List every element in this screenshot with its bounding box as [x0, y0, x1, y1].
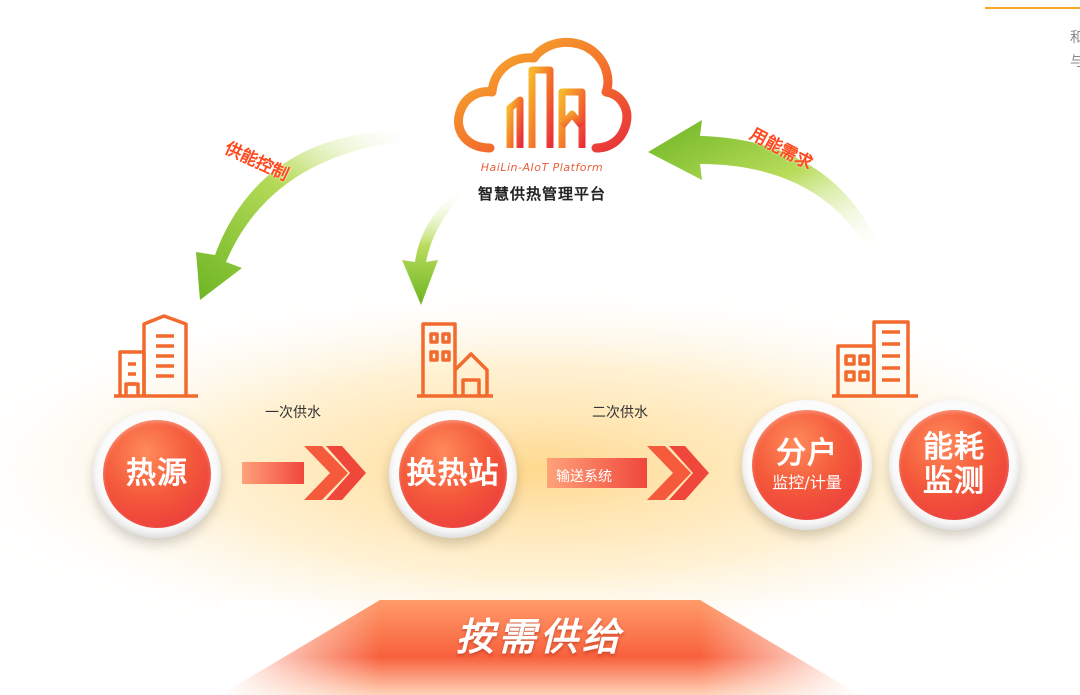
- secondary-supply-arrow: [547, 446, 709, 500]
- household-node: 分户 监控/计量: [742, 400, 872, 530]
- household-building-icon: [832, 320, 918, 398]
- platform-name-en: HaiLin-AIoT Platform: [480, 161, 604, 174]
- platform-name-cn: 智慧供热管理平台: [477, 185, 606, 203]
- exchange-station-node: 换热站: [389, 410, 517, 538]
- heat-source-node: 热源: [93, 410, 221, 538]
- heat-source-building-icon: [114, 314, 198, 398]
- corner-text-line2: 与: [1070, 54, 1080, 70]
- cloud-logo-icon: [454, 37, 632, 153]
- on-demand-supply-label: 按需供给: [455, 615, 624, 659]
- transport-system-label: 输送系统: [556, 469, 612, 485]
- household-title: 分户: [776, 436, 838, 471]
- heat-source-label: 热源: [126, 456, 188, 491]
- exchange-station-building-icon: [417, 322, 493, 398]
- energy-monitor-line1: 能耗: [923, 430, 985, 465]
- primary-supply-label: 一次供水: [265, 405, 321, 421]
- energy-monitor-line2: 监测: [923, 464, 985, 499]
- secondary-supply-label: 二次供水: [592, 405, 648, 421]
- right-demand-arrow: [648, 120, 888, 275]
- corner-text: 和 与: [1070, 26, 1080, 74]
- primary-supply-arrow: [242, 446, 366, 500]
- household-subtitle: 监控/计量: [772, 473, 842, 492]
- middle-control-arrow: [402, 188, 462, 305]
- energy-monitor-node: 能耗 监测: [889, 400, 1019, 530]
- left-control-arrow: [196, 131, 420, 300]
- exchange-station-label: 换热站: [406, 456, 500, 491]
- corner-text-line1: 和: [1070, 30, 1080, 46]
